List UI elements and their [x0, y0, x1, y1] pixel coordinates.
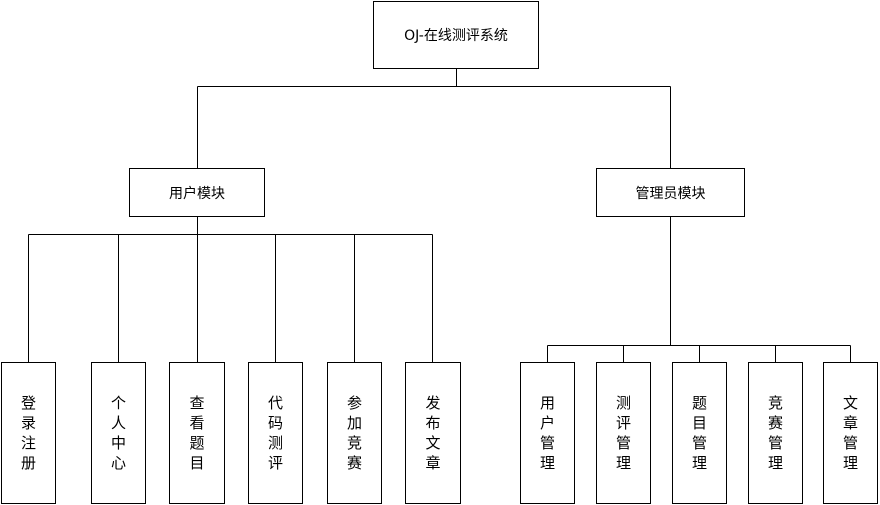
admin-module-label: 管理员模块	[635, 185, 706, 202]
user-module-label: 用户模块	[169, 185, 225, 202]
user-module-node: 用户模块	[129, 168, 265, 217]
user-child-node: 参加竞赛	[327, 362, 382, 504]
admin-child-node: 文章管理	[823, 362, 878, 504]
admin-child-node: 用户管理	[520, 362, 575, 504]
admin-child-label: 用户管理	[540, 394, 556, 472]
root-node-label: OJ-在线测评系统	[404, 28, 508, 44]
root-node: OJ-在线测评系统	[373, 1, 539, 69]
user-child-node: 代码测评	[248, 362, 303, 504]
user-child-label: 查看题目	[189, 394, 205, 472]
admin-module-node: 管理员模块	[596, 168, 745, 217]
admin-child-label: 文章管理	[843, 394, 859, 472]
user-child-node: 查看题目	[169, 362, 225, 504]
admin-child-node: 测评管理	[596, 362, 651, 504]
user-child-label: 代码测评	[268, 394, 284, 472]
admin-child-node: 题目管理	[672, 362, 727, 504]
user-child-label: 参加竞赛	[347, 394, 363, 472]
admin-child-label: 竞赛管理	[768, 394, 784, 472]
user-child-label: 发布文章	[425, 394, 441, 472]
user-child-label: 个人中心	[111, 394, 127, 472]
admin-child-node: 竞赛管理	[748, 362, 803, 504]
user-child-node: 登录注册	[1, 362, 56, 504]
user-child-label: 登录注册	[21, 394, 37, 472]
user-child-node: 个人中心	[91, 362, 146, 504]
admin-child-label: 测评管理	[616, 394, 632, 472]
admin-child-label: 题目管理	[692, 394, 708, 472]
user-child-node: 发布文章	[405, 362, 461, 504]
